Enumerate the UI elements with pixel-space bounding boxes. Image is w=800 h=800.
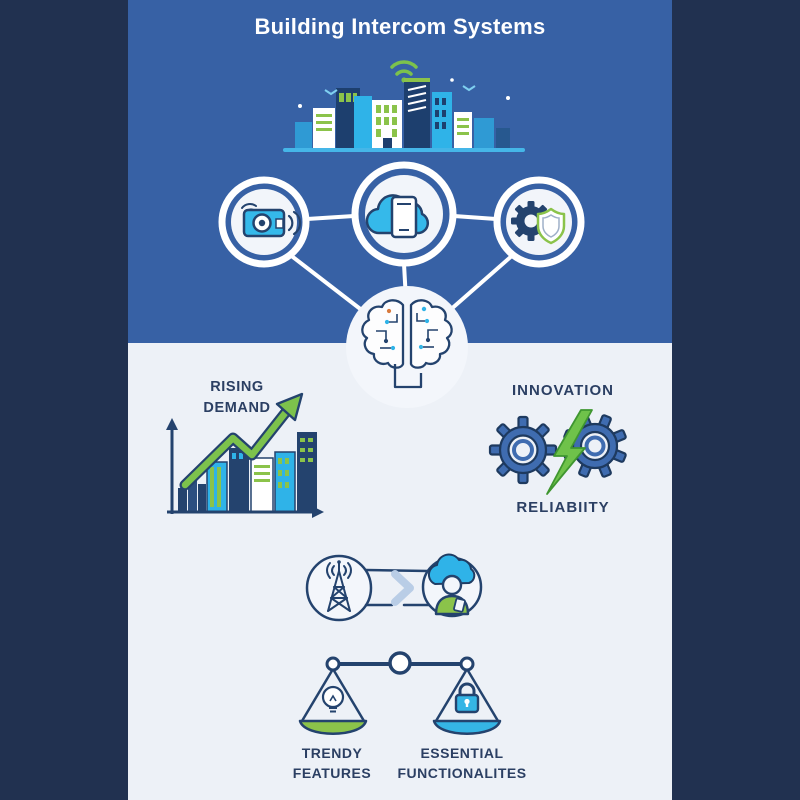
- buildings: [295, 78, 510, 150]
- gear-shield-icon: [511, 201, 566, 245]
- trendy-line2: FEATURES: [292, 765, 372, 781]
- video-intercom-icon: [241, 203, 302, 238]
- chevron-right-icon: [391, 570, 414, 606]
- circuit-brain-icon: [361, 299, 453, 389]
- rising-demand-label: RISING DEMAND: [163, 377, 311, 419]
- chart-buildings: [178, 432, 317, 513]
- radio-tower-icon: [326, 560, 352, 612]
- gear-left: [488, 415, 558, 485]
- growth-arrow: [179, 392, 304, 491]
- cloud-smartphone-icon: [365, 194, 429, 239]
- node-security: [493, 176, 585, 268]
- essential-line1: ESSENTIAL: [420, 745, 504, 761]
- innovation-label: INNOVATION: [512, 382, 614, 399]
- lightbulb-icon: [321, 685, 345, 713]
- gear-right: [563, 414, 627, 478]
- bird-icon: [324, 85, 476, 96]
- page-title: Building Intercom Systems: [254, 14, 546, 39]
- reliability-label: RELIABIITY: [516, 499, 610, 516]
- trendy-line1: TRENDY: [301, 745, 363, 761]
- lightning-bolt-icon: [546, 409, 593, 495]
- essential-line2: FUNCTIONALITES: [397, 765, 527, 781]
- user-cloud-tablet-icon: [427, 553, 476, 616]
- header-band: [128, 0, 672, 343]
- rising-demand-line1: RISING: [210, 379, 264, 395]
- rising-demand-chart: [166, 392, 324, 518]
- node-cloud-phone: [351, 161, 457, 267]
- city-skyline-illustration: [283, 60, 525, 152]
- balance-scale-icon: [298, 651, 502, 735]
- chart-axes: [166, 418, 324, 518]
- connectivity-diagram: [305, 553, 483, 622]
- padlock-icon: [454, 682, 480, 714]
- rising-demand-line2: DEMAND: [203, 400, 271, 416]
- right-pan: [432, 668, 502, 735]
- gears-lightning-icon: [488, 409, 627, 495]
- essential-functionalities-label: ESSENTIAL FUNCTIONALITES: [382, 743, 542, 783]
- star-dots: [298, 78, 510, 108]
- trendy-features-label: TRENDY FEATURES: [266, 743, 398, 783]
- left-pan: [298, 668, 368, 735]
- node-intercom: [218, 176, 310, 268]
- smart-brain-hub: [346, 286, 468, 408]
